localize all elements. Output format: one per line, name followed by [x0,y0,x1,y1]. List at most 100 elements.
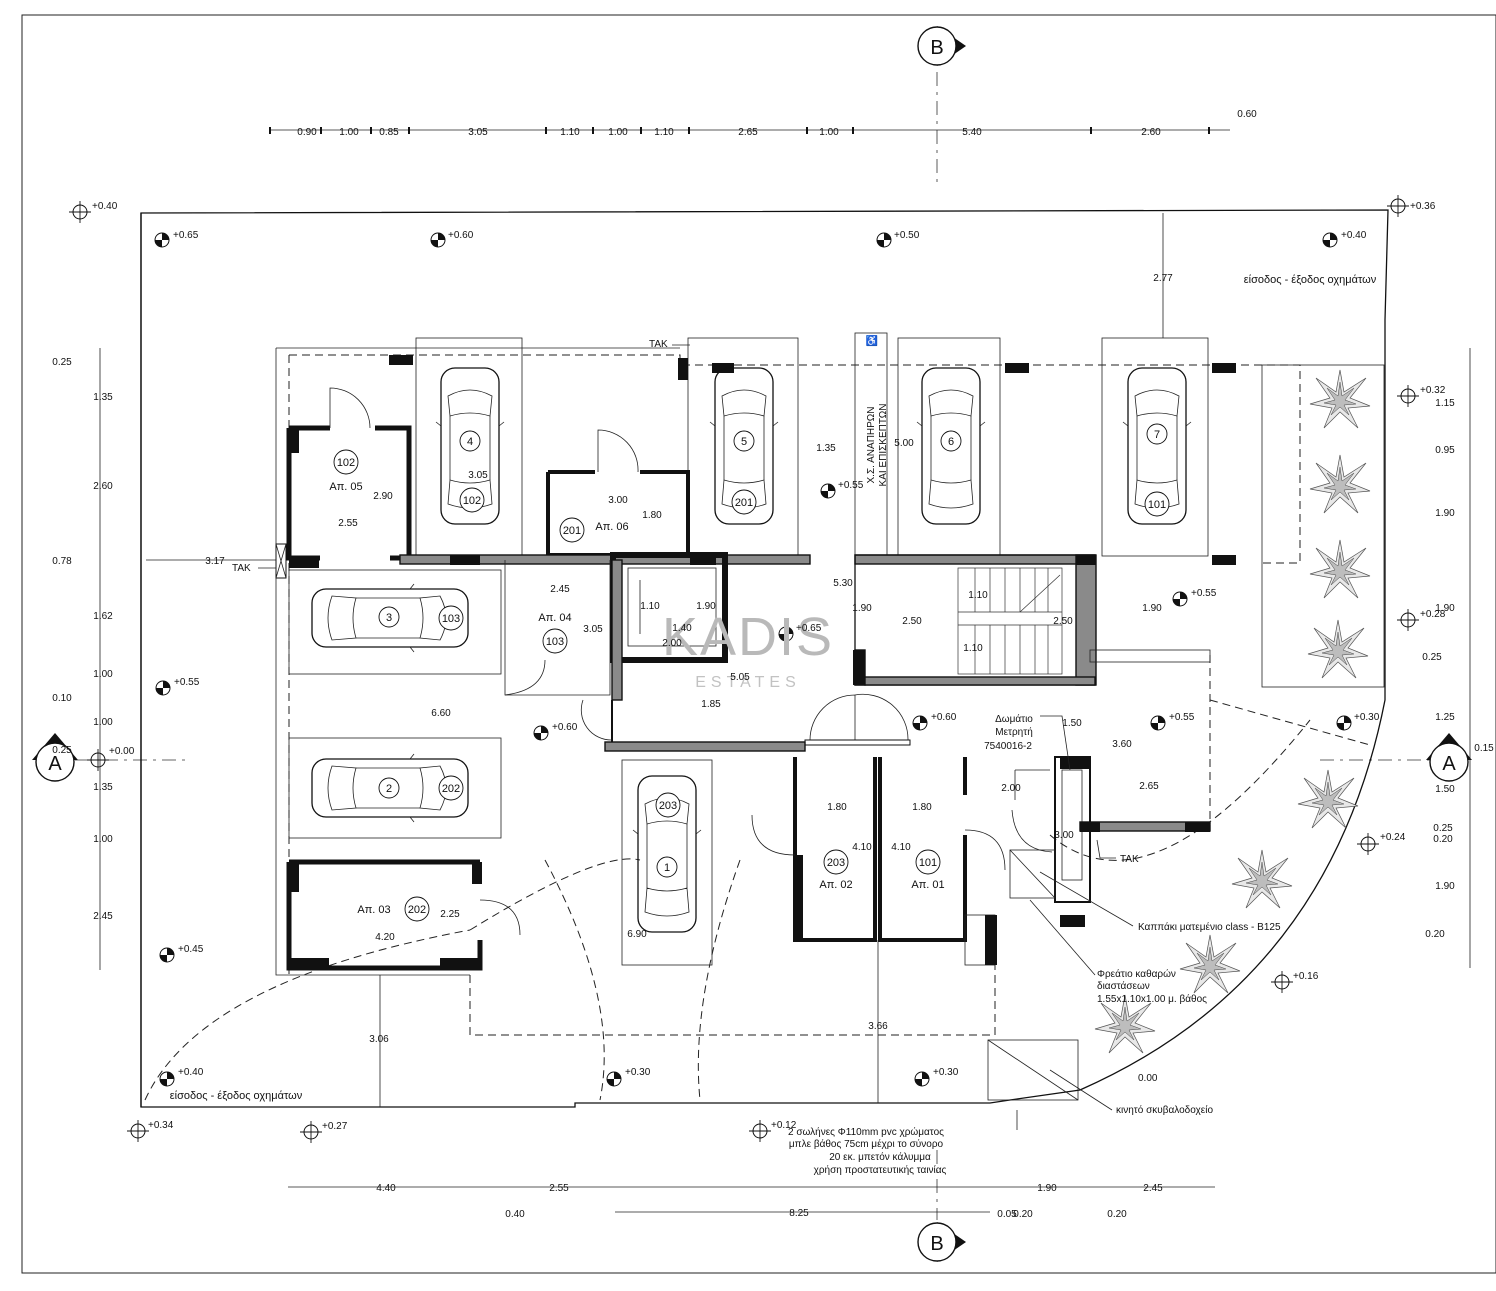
room-number: 101 [919,857,937,869]
level-label: +0.24 [1380,832,1406,843]
dimension-label: 0.95 [1435,445,1455,456]
level-label: +0.55 [838,480,864,491]
dimension-label: 1.90 [1142,603,1162,614]
dimension-label: 2.65 [738,127,758,138]
dimension-label: 1.00 [339,127,359,138]
level-marker-icon [159,947,175,963]
dimension-label: 1.62 [93,611,113,622]
section-label: B [930,37,943,59]
parking-apartment: 203 [659,800,677,812]
manhole-label: 1.55x1.10x1.00 μ. βάθος [1097,993,1207,1005]
tak-label: TAK [232,563,251,574]
level-label: 0.00 [1138,1073,1158,1084]
level-label: +0.36 [1410,201,1436,212]
dimension-label: 5.40 [962,127,982,138]
parking-number: 5 [741,436,747,448]
parking-number: 4 [467,436,473,448]
dimension-label: 6.90 [627,929,647,940]
level-marker-icon [606,1071,622,1087]
manhole-label: διαστάσεων [1097,980,1150,992]
parking-apartment: 103 [442,613,460,625]
watermark-tagline: ESTATES [695,674,801,691]
dimension-label: 0.20 [1425,929,1445,940]
parking-number: 3 [386,612,392,624]
level-label: +0.65 [796,623,822,634]
dimension-label: 3.60 [1112,739,1132,750]
level-label: +0.40 [92,201,118,212]
dimension-label: 0.25 [52,745,72,756]
dimension-label: 1.50 [1435,784,1455,795]
parking-apartment: 101 [1148,499,1166,511]
level-marker-icon [1322,232,1338,248]
dimension-chain-top: 0.90 1.00 0.85 3.05 1.10 1.00 1.10 2.65 … [297,109,1257,138]
dimension-label: 1.00 [93,669,113,680]
level-label: +0.00 [109,746,135,757]
level-label: +0.12 [771,1120,797,1131]
pipe-note: 20 εκ. μπετόν κάλυμμα [829,1151,931,1163]
dimension-label: 2.25 [440,909,460,920]
dimension-label: 2.60 [1141,127,1161,138]
level-marker-icon [820,483,836,499]
parking-number: 6 [948,436,954,448]
level-marker-icon [533,725,549,741]
dimension-label: 6.60 [431,708,451,719]
section-label: B [930,1233,943,1255]
dimension-label: 2.45 [1143,1183,1163,1194]
dimension-label: 1.35 [93,782,113,793]
dimension-label: 1.90 [1435,881,1455,892]
dimension-label: 3.05 [468,127,488,138]
dimension-label: 0.20 [1107,1209,1127,1220]
level-label: +0.55 [1169,712,1195,723]
dimension-label: 2.65 [1139,781,1159,792]
plant-icon [1309,454,1371,514]
level-marker-icon [876,232,892,248]
level-marker-icon [1336,715,1352,731]
dimension-label: 2.90 [373,491,393,502]
dimension-label: 4.10 [852,842,872,853]
dimension-label: 1.10 [968,590,988,601]
bin-label: κινητό σκυβαλοδοχείο [1116,1104,1213,1116]
level-marker-icon [154,232,170,248]
level-label: +0.40 [178,1067,204,1078]
dimension-label: 1.25 [1435,712,1455,723]
parking-apartment: 102 [463,495,481,507]
level-label: +0.40 [1341,230,1367,241]
dimension-label: 3.06 [369,1034,389,1045]
pipe-note: μπλε βάθος 75cm μέχρι το σύνορο [789,1138,944,1150]
dimension-label: 1.00 [819,127,839,138]
watermark-logo: KADIS [662,607,834,667]
meter-room-label: Δωμάτιο [995,713,1033,725]
dimension-label: 2.00 [662,638,682,649]
parking-apartment: 201 [735,497,753,509]
level-label: +0.60 [552,722,578,733]
plant-icon [1309,369,1371,429]
plant-icon [1179,934,1241,994]
level-label: +0.27 [322,1121,348,1132]
dimension-label: 0.20 [1013,1209,1033,1220]
dimension-label: 1.10 [963,643,983,654]
dimension-label: 1.40 [672,623,692,634]
dimension-label: 0.25 [1422,652,1442,663]
entrance-label: είσοδος - έξοδος οχημάτων [170,1090,303,1102]
section-label: A [1442,753,1456,775]
level-marker-icon [1356,832,1380,856]
dimension-label: 1.90 [852,603,872,614]
dimension-label: 1.80 [642,510,662,521]
cover-label: Καππάκι ματεμένιο class - B125 [1138,921,1281,933]
dimension-label: 3.66 [868,1021,888,1032]
dimension-label: 5.05 [730,672,750,683]
level-label: +0.34 [148,1120,174,1131]
meter-room-label: Μετρητή [995,726,1033,738]
disabled-parking-label: ΚΑΙ ΕΠΙΣΚΕΠΤΩΝ [878,404,889,487]
dimension-chain-left: 0.25 1.35 2.60 0.78 1.62 1.00 0.10 1.00 … [52,357,113,922]
dimension-label: 1.35 [93,392,113,403]
plant-icon [1307,619,1369,679]
dimension-label: 0.05 [997,1209,1017,1220]
dimension-label: 1.90 [1435,508,1455,519]
dimension-label: 2.50 [902,616,922,627]
dimension-chain-bottom: 4.40 2.55 0.40 8.25 0.05 0.20 1.90 2.45 … [376,1183,1163,1220]
section-marker-b-top: B [917,26,966,66]
dimension-chain-right: 1.15 0.95 1.90 1.90 0.25 1.25 0.15 1.50 … [1422,398,1494,940]
room-number: 203 [827,857,845,869]
dimension-label: 1.10 [654,127,674,138]
